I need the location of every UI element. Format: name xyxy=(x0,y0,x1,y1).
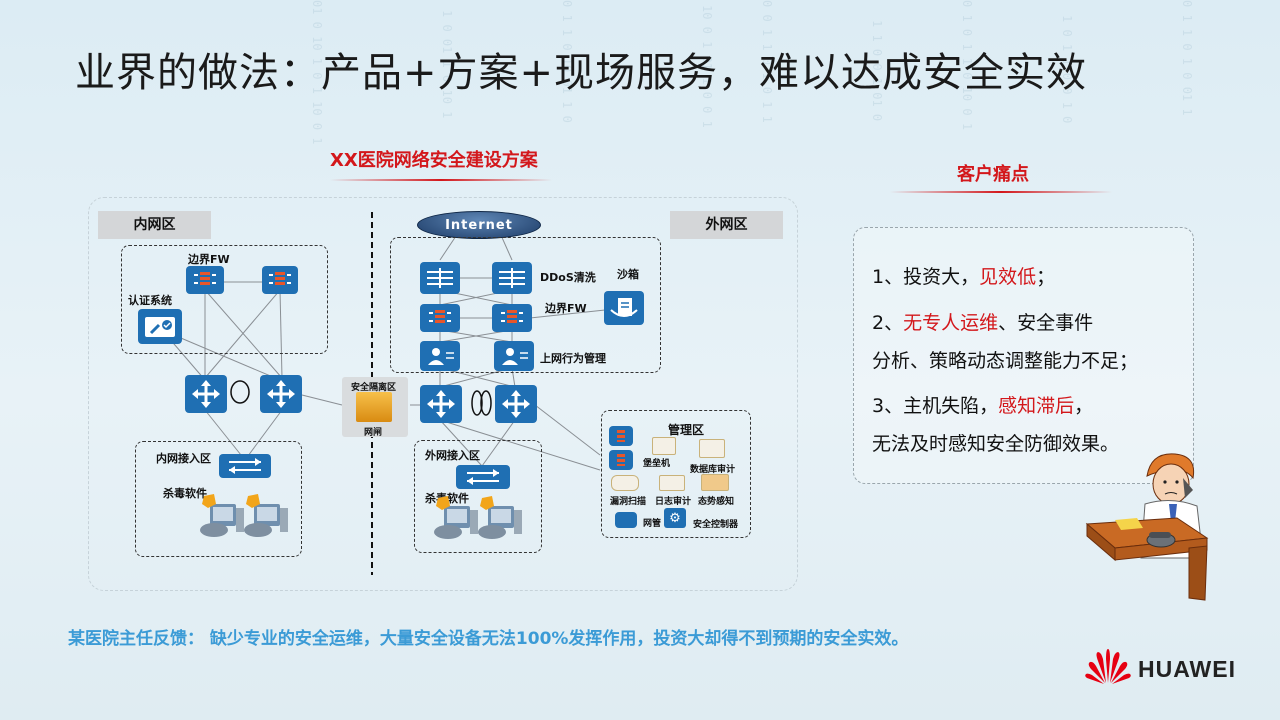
person-phone-illustration xyxy=(1085,453,1209,601)
pain-point-3: 3、主机失陷，感知滞后， xyxy=(872,391,1093,418)
outer-access-box xyxy=(414,440,542,553)
label-auth-system: 认证系统 xyxy=(128,294,172,307)
auth-system-icon xyxy=(138,309,182,344)
pain-highlight: 见效低 xyxy=(979,266,1037,288)
label-nms: 网管 xyxy=(643,519,662,529)
router-icon xyxy=(260,375,302,413)
huawei-logo-icon xyxy=(1085,649,1131,684)
ddos-device-icon xyxy=(420,262,460,294)
label-antivirus-inner: 杀毒软件 xyxy=(163,487,207,500)
nms-icon xyxy=(615,512,637,528)
db-audit-icon xyxy=(699,439,725,458)
code-rain-decoration: 0 1 1 0 10 01 1 0 xyxy=(560,0,574,123)
inner-border-box xyxy=(121,245,328,354)
pain-point-3-cont: 无法及时感知安全防御效果。 xyxy=(872,433,1120,455)
pain-text: 1、投资大， xyxy=(872,266,980,288)
internet-cloud-icon: Internet xyxy=(417,211,541,239)
router-icon xyxy=(495,385,537,423)
switch-icon xyxy=(219,454,271,478)
inner-access-box xyxy=(135,441,302,557)
pain-title: 客户痛点 xyxy=(957,164,1029,185)
code-rain-decoration: 01 0 10 1 0 1 10 0 1 xyxy=(310,0,324,145)
label-behavior-mgmt: 上网行为管理 xyxy=(540,352,606,365)
code-rain-decoration: 1 0 1 1 0 0 1 0 xyxy=(1060,15,1074,124)
firewall-icon xyxy=(420,304,460,332)
diagram-title: XX医院网络安全建设方案 xyxy=(330,150,538,171)
vuln-scan-icon xyxy=(611,475,639,491)
switch-icon xyxy=(456,465,510,489)
label-sec-ctrl: 安全控制器 xyxy=(693,520,739,530)
zone-tag-inner: 内网区 xyxy=(98,211,211,239)
label-db-audit: 数据库审计 xyxy=(690,465,736,475)
label-border-fw-inner: 边界FW xyxy=(188,253,230,266)
router-icon xyxy=(185,375,227,413)
label-vuln-scan: 漏洞扫描 xyxy=(610,497,647,507)
pain-text: ， xyxy=(1074,395,1094,417)
pain-highlight: 无专人运维 xyxy=(903,312,999,334)
firewall-icon xyxy=(609,426,633,446)
footer-feedback: 某医院主任反馈： 缺少专业的安全运维，大量安全设备无法100%发挥作用，投资大却… xyxy=(68,629,909,649)
pc-icon xyxy=(430,496,522,546)
behavior-mgmt-icon xyxy=(494,341,534,371)
firewall-icon xyxy=(609,450,633,470)
pain-point-1: 1、投资大，见效低； xyxy=(872,262,1055,289)
label-ddos: DDoS清洗 xyxy=(540,271,596,284)
diagram-title-underline xyxy=(330,179,552,181)
label-gatekeeper: 网闸 xyxy=(364,428,383,438)
brand-name: HUAWEI xyxy=(1138,656,1236,682)
mgmt-zone-box xyxy=(601,410,751,538)
page-title: 业界的做法：产品+方案+现场服务，难以达成安全实效 xyxy=(75,50,1088,96)
diagram-container xyxy=(88,197,798,591)
label-sandbox: 沙箱 xyxy=(617,268,639,281)
code-rain-decoration: 0 0 1 1 0 1 0 1 1 xyxy=(760,0,774,123)
label-bastion: 堡垒机 xyxy=(643,459,671,469)
pc-icon xyxy=(196,494,288,544)
zone-tag-outer: 外网区 xyxy=(670,211,783,239)
ddos-device-icon xyxy=(492,262,532,294)
pain-text: 3、主机失陷， xyxy=(872,395,999,417)
behavior-mgmt-icon xyxy=(420,341,460,371)
pain-highlight: 感知滞后 xyxy=(998,395,1075,417)
pain-title-underline xyxy=(890,191,1112,193)
pain-text: 2、 xyxy=(872,312,904,334)
outer-border-box xyxy=(390,237,661,373)
code-rain-decoration: 1 0 01 1 0 10 1 xyxy=(440,10,454,119)
label-situation: 态势感知 xyxy=(698,497,735,507)
label-isolation-zone: 安全隔离区 xyxy=(351,383,397,393)
label-internet: Internet xyxy=(445,217,513,233)
firewall-icon xyxy=(492,304,532,332)
code-rain-decoration: 1 1 0 0 1 01 0 xyxy=(870,20,884,122)
firewall-icon xyxy=(262,266,298,294)
firewall-icon xyxy=(186,266,224,294)
pain-points-box xyxy=(853,227,1194,484)
situation-awareness-icon xyxy=(701,474,729,491)
label-border-fw-outer: 边界FW xyxy=(545,302,587,315)
pain-text: 、安全事件 xyxy=(998,312,1094,334)
router-icon xyxy=(420,385,462,423)
gear-icon: ⚙ xyxy=(664,508,686,528)
sandbox-icon xyxy=(604,291,644,325)
label-mgmt-zone: 管理区 xyxy=(668,423,705,437)
label-inner-access: 内网接入区 xyxy=(156,452,211,465)
log-audit-icon xyxy=(659,475,685,491)
pain-point-2: 2、无专人运维、安全事件 xyxy=(872,308,1093,335)
code-rain-decoration: 10 0 1 01 1 0 0 1 xyxy=(700,5,714,128)
pain-point-2-cont: 分析、策略动态调整能力不足； xyxy=(872,350,1139,372)
bastion-server-icon xyxy=(652,437,676,455)
label-log-audit: 日志审计 xyxy=(655,497,692,507)
code-rain-decoration: 0 1 1 0 1 0 01 1 xyxy=(1180,0,1194,116)
label-outer-access: 外网接入区 xyxy=(425,449,480,462)
code-rain-decoration: 0 1 0 1 1 0 10 0 1 xyxy=(960,0,974,131)
gatekeeper-icon xyxy=(356,392,392,422)
pain-text: ； xyxy=(1036,266,1056,288)
